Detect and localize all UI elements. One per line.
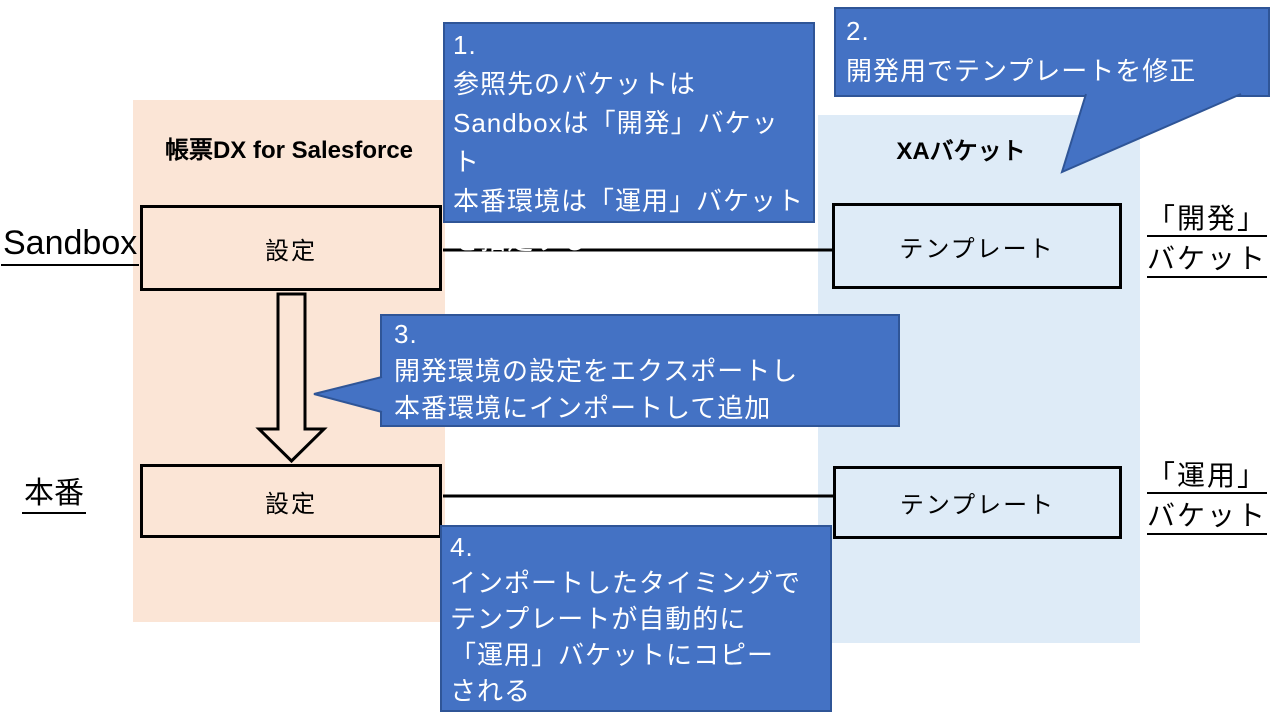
callout-step-1: 1. 参照先のバケットは Sandboxは「開発」バケット 本番環境は「運用」バ… (443, 22, 815, 255)
callout-step-2: 2. 開発用でテンプレートを修正 (834, 7, 1270, 97)
bucket-label-dev: 「開発」 バケット (1147, 204, 1268, 278)
settings-box-bottom: 設定 (140, 464, 442, 538)
bucket-label-ops: 「運用」 バケット (1147, 461, 1268, 535)
bucket-label-dev-line2: バケット (1147, 244, 1268, 278)
template-box-top: テンプレート (832, 203, 1122, 289)
settings-box-top: 設定 (140, 205, 442, 291)
row-label-production: 本番 (22, 477, 86, 514)
template-box-bottom: テンプレート (833, 466, 1122, 539)
column-header-xa-bucket: XAバケット (896, 138, 1026, 165)
callout-step-4: 4. インポートしたタイミングで テンプレートが自動的に 「運用」バケットにコピ… (440, 525, 832, 712)
bucket-label-dev-line1: 「開発」 (1147, 204, 1268, 238)
callout-step-3: 3. 開発環境の設定をエクスポートし 本番環境にインポートして追加 (380, 314, 900, 427)
row-label-sandbox: Sandbox (1, 224, 140, 267)
bucket-label-ops-line1: 「運用」 (1147, 461, 1268, 495)
bucket-label-ops-line2: バケット (1147, 501, 1268, 535)
column-header-chohyo-dx: 帳票DX for Salesforce (164, 137, 414, 164)
